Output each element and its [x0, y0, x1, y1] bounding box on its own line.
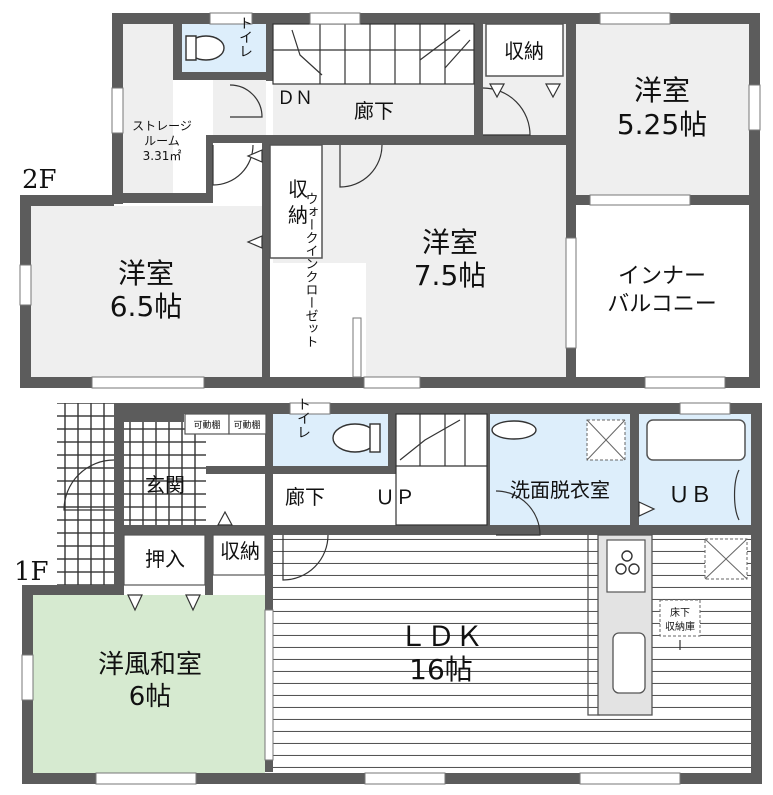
walkin-closet-label: ウォークインクローゼット	[303, 192, 319, 348]
storage-room-line2: ルーム	[144, 134, 180, 148]
inner-balcony-line1: インナー	[618, 264, 706, 289]
stairs-dn-label: ＤＮ	[277, 88, 313, 109]
western-75-name: 洋室	[422, 226, 478, 259]
western-525-size: 5.25帖	[617, 108, 707, 141]
ldk-name: ＬＤＫ	[399, 620, 483, 653]
shelf-label-1: 可動棚	[193, 419, 220, 431]
rooms-1f-fill	[33, 403, 751, 773]
storage-room-line1: ストレージ	[132, 119, 192, 133]
kitchen-counter	[587, 534, 748, 716]
inner-balcony-line2: バルコニー	[607, 292, 717, 317]
western-75-size: 7.5帖	[414, 259, 487, 292]
entrance-label: 玄関	[145, 473, 185, 497]
storage-mid-label-2: 納	[288, 203, 308, 227]
floor-label-1f: 1F	[14, 557, 49, 587]
doors-2f	[212, 83, 562, 249]
windows-1f	[21, 402, 731, 785]
storage-top-label: 収納	[504, 39, 544, 63]
ldk-size: 16帖	[409, 653, 473, 686]
toilet-fixture-1f	[332, 423, 381, 453]
shelf-label-2: 可動棚	[233, 419, 260, 431]
japanese-room-name: 洋風和室	[98, 650, 202, 680]
western-65-size: 6.5帖	[110, 290, 183, 323]
japanese-room-size: 6帖	[129, 682, 172, 712]
stairs-up-label: ＵＰ	[375, 485, 415, 509]
oshiire-label: 押入	[145, 547, 185, 571]
hallway-2f-label: 廊下	[354, 99, 394, 123]
windows-2f	[19, 12, 761, 389]
hallway-1f-label: 廊下	[285, 485, 325, 509]
first-floor	[21, 402, 762, 785]
labels: 2F 1F トイレ ＤＮ 廊下 収納 洋室 5.25帖 ストレージ ルーム 3.…	[14, 16, 717, 712]
toilet-1f-label: トイレ	[295, 397, 311, 439]
storage-1f-label: 収納	[220, 539, 260, 563]
toilet-2f-label: トイレ	[237, 16, 253, 58]
toilet-fixture-2f	[185, 35, 225, 61]
western-65-name: 洋室	[118, 257, 174, 290]
stairs-2f	[272, 23, 475, 85]
floor-label-2f: 2F	[22, 165, 57, 195]
western-525-name: 洋室	[634, 74, 690, 107]
doors-1f	[63, 459, 740, 650]
rooms-2f-fill	[31, 24, 749, 377]
underfloor-line2: 収納庫	[665, 620, 695, 633]
storage-mid-label-1: 収	[288, 177, 308, 201]
bath-label: ＵＢ	[668, 483, 712, 508]
washroom-label: 洗面脱衣室	[510, 478, 610, 502]
second-floor	[19, 12, 761, 389]
stairs-1f	[395, 413, 488, 526]
underfloor-line1: 床下	[670, 606, 690, 619]
storage-room-line3: 3.31㎡	[143, 149, 182, 163]
